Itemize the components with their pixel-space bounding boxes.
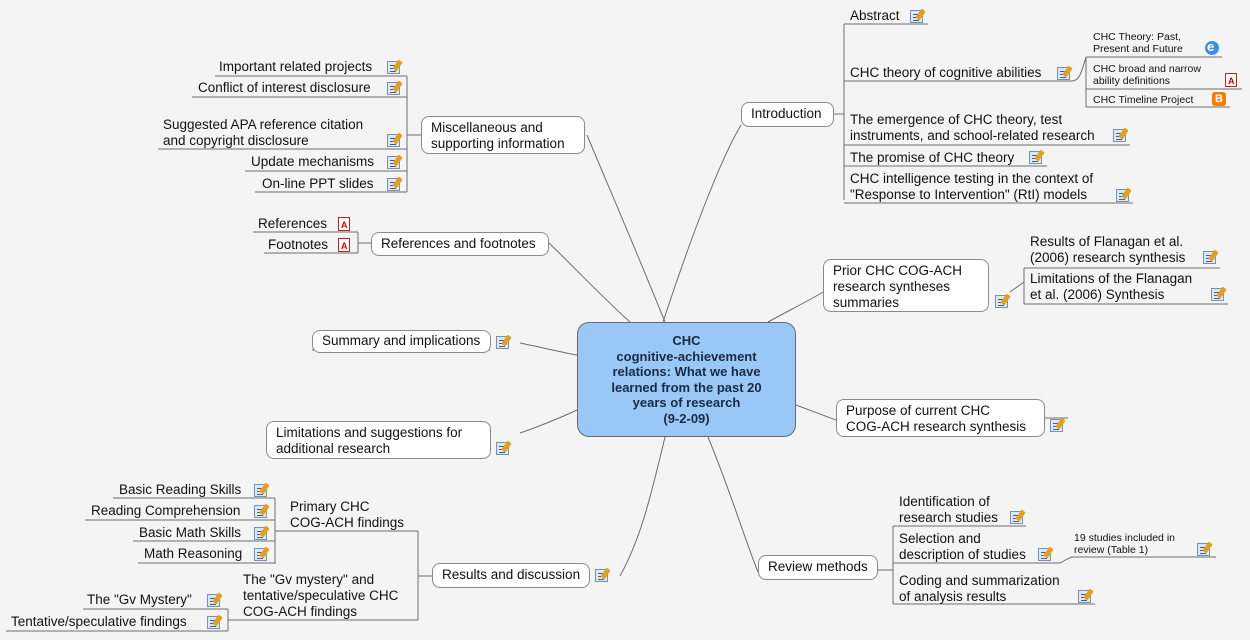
note-icon[interactable] [496,440,512,455]
introduction-topic[interactable]: Introduction [741,102,834,127]
footnotes-topic[interactable]: Footnotes [268,237,329,252]
note-icon[interactable] [254,482,270,497]
central-topic[interactable]: CHC cognitive-achievement relations: Wha… [577,322,796,437]
ppt-slides-topic[interactable]: On-line PPT slides [262,176,374,191]
studies-included-topic[interactable]: 19 studies included in review (Table 1) [1074,532,1175,556]
basic-reading-topic[interactable]: Basic Reading Skills [119,482,242,497]
note-icon[interactable] [1050,417,1066,432]
note-icon[interactable] [1113,127,1129,142]
note-icon[interactable] [387,80,403,95]
pdf-icon[interactable]: A [1225,73,1237,87]
important-projects-topic[interactable]: Important related projects [219,59,373,74]
note-icon[interactable] [1038,546,1054,561]
primary-findings-topic[interactable]: Primary CHC COG-ACH findings [290,499,405,530]
note-icon[interactable] [1057,65,1073,80]
note-icon[interactable] [387,59,403,74]
flanagan-limitations-topic[interactable]: Limitations of the Flanagan et al. (2006… [1030,271,1193,302]
note-icon[interactable] [207,592,223,607]
conflict-disclosure-topic[interactable]: Conflict of interest disclosure [198,80,371,95]
note-icon[interactable] [1078,588,1094,603]
chc-timeline-link[interactable]: CHC Timeline Project [1093,94,1194,106]
note-icon[interactable] [496,334,512,349]
reading-comprehension-topic[interactable]: Reading Comprehension [91,503,241,518]
basic-math-topic[interactable]: Basic Math Skills [139,525,242,540]
flanagan-results-topic[interactable]: Results of Flanagan et al. (2006) resear… [1030,234,1186,265]
note-icon[interactable] [995,293,1011,308]
note-icon[interactable] [1197,541,1213,556]
math-reasoning-topic[interactable]: Math Reasoning [144,546,243,561]
identification-topic[interactable]: Identification of research studies [899,494,999,525]
note-icon[interactable] [1010,509,1026,524]
chc-theory-past-present-future-link[interactable]: CHC Theory: Past, Present and Future [1093,31,1183,55]
chc-broad-narrow-link[interactable]: CHC broad and narrow ability definitions [1093,63,1201,87]
references-footnotes-topic[interactable]: References and footnotes [371,232,549,256]
promise-topic[interactable]: The promise of CHC theory [850,150,1015,165]
summary-topic[interactable]: Summary and implications [312,330,491,353]
limitations-topic[interactable]: Limitations and suggestions for addition… [266,421,491,459]
pdf-icon[interactable]: A [338,238,350,252]
gv-mystery-findings-topic[interactable]: The "Gv mystery" and tentative/speculati… [243,572,399,619]
references-topic[interactable]: References [258,216,328,231]
apa-citation-topic[interactable]: Suggested APA reference citation and cop… [163,117,364,148]
emergence-topic[interactable]: The emergence of CHC theory, test instru… [850,112,1095,143]
abstract-topic[interactable]: Abstract [850,8,900,23]
rti-topic[interactable]: CHC intelligence testing in the context … [850,171,1094,202]
blog-icon[interactable]: B [1212,92,1226,106]
note-icon[interactable] [387,154,403,169]
web-link-icon[interactable]: e [1205,39,1219,55]
coding-topic[interactable]: Coding and summarization of analysis res… [899,573,1060,604]
note-icon[interactable] [387,176,403,191]
note-icon[interactable] [910,8,926,23]
note-icon[interactable] [254,525,270,540]
note-icon[interactable] [207,614,223,629]
note-icon[interactable] [387,132,403,147]
note-icon[interactable] [254,546,270,561]
chc-theory-topic[interactable]: CHC theory of cognitive abilities [850,65,1042,80]
note-icon[interactable] [254,503,270,518]
tentative-findings-topic[interactable]: Tentative/speculative findings [11,614,187,629]
prior-syntheses-topic[interactable]: Prior CHC COG-ACH research syntheses sum… [823,259,989,312]
miscellaneous-topic[interactable]: Miscellaneous and supporting information [421,116,585,154]
selection-topic[interactable]: Selection and description of studies [899,531,1026,562]
review-methods-topic[interactable]: Review methods [758,555,878,580]
pdf-icon[interactable]: A [338,217,350,231]
note-icon[interactable] [1211,286,1227,301]
note-icon[interactable] [1116,187,1132,202]
update-mechanisms-topic[interactable]: Update mechanisms [251,154,375,169]
results-topic[interactable]: Results and discussion [432,563,590,588]
note-icon[interactable] [1203,249,1219,264]
note-icon[interactable] [1029,149,1045,164]
purpose-topic[interactable]: Purpose of current CHC COG-ACH research … [836,399,1045,437]
gv-mystery-topic[interactable]: The "Gv Mystery" [87,592,192,607]
note-icon[interactable] [595,567,611,582]
